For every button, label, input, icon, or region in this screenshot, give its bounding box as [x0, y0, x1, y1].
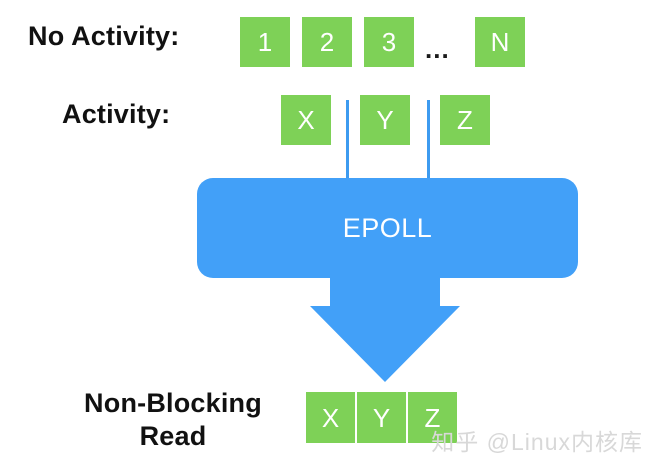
no-activity-cell-3: 3	[364, 17, 414, 67]
activity-cell-z: Z	[440, 95, 490, 145]
activity-cell-y: Y	[360, 95, 410, 145]
activity-connector-line-1	[346, 100, 349, 182]
down-arrow-icon	[310, 276, 460, 382]
non-blocking-cell-x: X	[306, 392, 355, 443]
activity-label: Activity:	[62, 99, 171, 129]
watermark: 知乎 @Linux内核库	[431, 429, 643, 455]
no-activity-label: No Activity:	[28, 21, 180, 51]
non-blocking-cell-y: Y	[357, 392, 406, 443]
non-blocking-read-line2: Read	[139, 420, 207, 451]
epoll-label: EPOLL	[342, 212, 433, 243]
no-activity-ellipsis: ...	[425, 34, 450, 64]
no-activity-cell-2: 2	[302, 17, 352, 67]
non-blocking-read-line1: Non-Blocking	[84, 388, 262, 418]
activity-connector-line-2	[427, 100, 430, 182]
epoll-box: EPOLL	[197, 178, 578, 278]
no-activity-cell-1: 1	[240, 17, 290, 67]
non-blocking-cell-z: Z	[408, 392, 457, 443]
no-activity-cell-n: N	[475, 17, 525, 67]
activity-cell-x: X	[281, 95, 331, 145]
